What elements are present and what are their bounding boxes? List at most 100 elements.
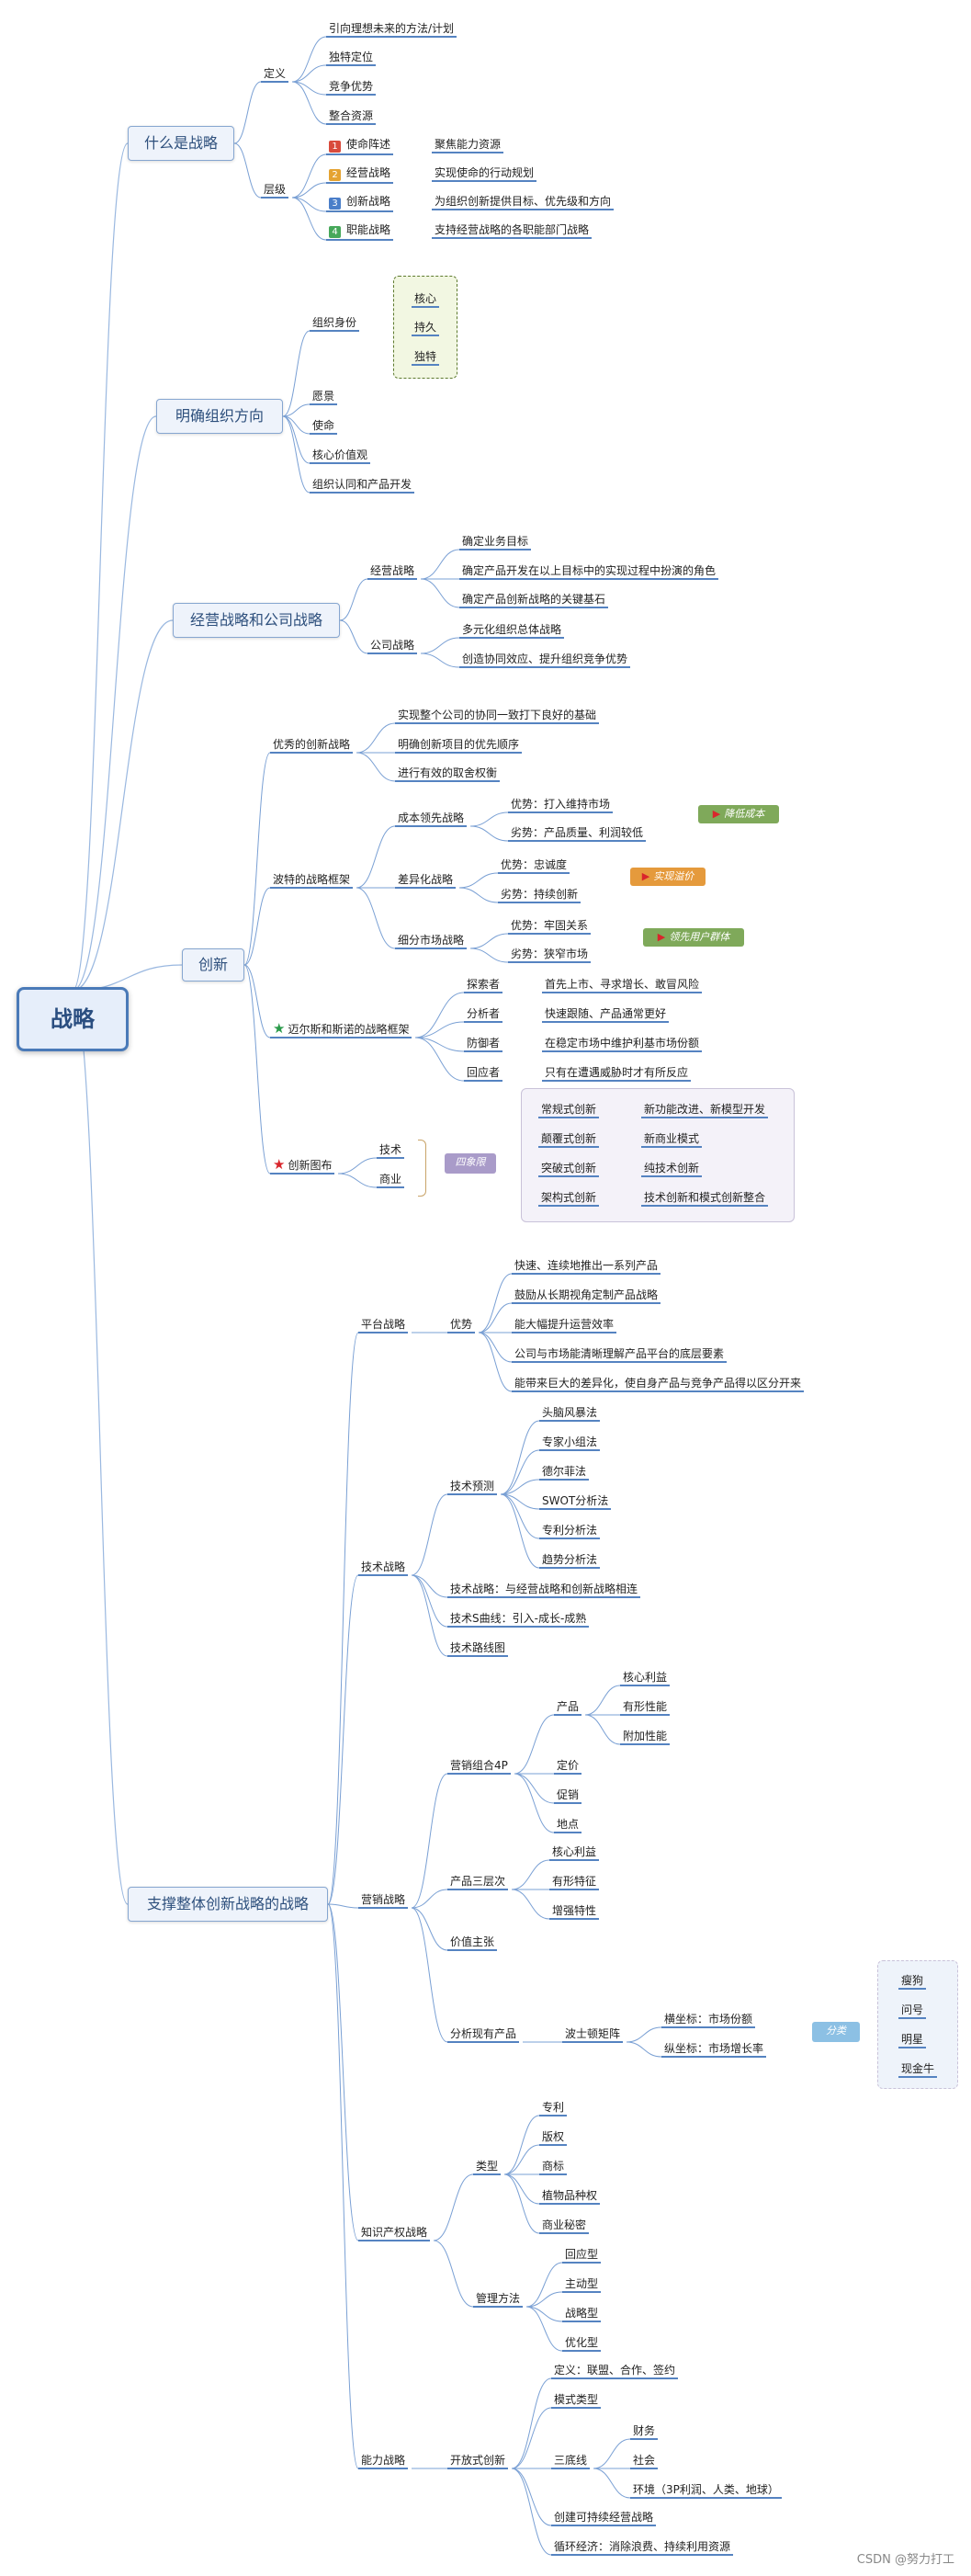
branch-business-strategy[interactable]: 经营战略和公司战略 — [173, 603, 340, 638]
diff-item[interactable]: 劣势：持续创新 — [498, 888, 581, 903]
def-item[interactable]: 竞争优势 — [326, 80, 377, 96]
product-level[interactable]: 增强特性 — [549, 1904, 600, 1920]
levels-label[interactable]: 产品三层次 — [447, 1875, 509, 1890]
direction-item[interactable]: 使命 — [310, 419, 338, 435]
level-label[interactable]: 层级 — [261, 183, 289, 199]
miles-role[interactable]: 回应者 — [464, 1066, 503, 1082]
cost-item[interactable]: 优势：打入维持市场 — [508, 798, 614, 813]
corp-item[interactable]: 创造协同效应、提升组织竞争优势 — [459, 653, 631, 668]
value-label[interactable]: 价值主张 — [447, 1935, 498, 1951]
mix-item[interactable]: 定价 — [554, 1759, 582, 1775]
open-def[interactable]: 定义：联盟、合作、签约 — [551, 2364, 679, 2379]
biz-item[interactable]: 确定产品创新战略的关键基石 — [459, 593, 609, 608]
miles-desc[interactable]: 首先上市、寻求增长、敢冒风险 — [542, 978, 703, 993]
forecast-item[interactable]: 头脑风暴法 — [539, 1406, 601, 1422]
level-desc[interactable]: 支持经营战略的各职能部门战略 — [432, 223, 593, 239]
excellent-item[interactable]: 明确创新项目的优先顺序 — [395, 738, 523, 754]
analysis-label[interactable]: 分析现有产品 — [447, 2027, 520, 2043]
branch-org-direction[interactable]: 明确组织方向 — [156, 399, 283, 434]
excellent-label[interactable]: 优秀的创新战略 — [270, 738, 354, 754]
mix-label[interactable]: 营销组合4P — [447, 1759, 511, 1775]
branch-innovation[interactable]: 创新 — [182, 948, 244, 982]
tech-item[interactable]: 技术S曲线：引入-成长-成熟 — [447, 1612, 590, 1628]
ip-mgmt[interactable]: 战略型 — [562, 2307, 602, 2322]
corp-item[interactable]: 多元化组织总体战略 — [459, 623, 565, 639]
mix-item[interactable]: 促销 — [554, 1788, 582, 1804]
adv-item[interactable]: 能大幅提升运营效率 — [512, 1318, 617, 1333]
map-desc[interactable]: 技术创新和模式创新整合 — [641, 1191, 769, 1207]
ip-type[interactable]: 商标 — [539, 2160, 568, 2175]
direction-item[interactable]: 核心价值观 — [310, 448, 371, 464]
miles-role[interactable]: 防御者 — [464, 1037, 503, 1052]
adv-label[interactable]: 优势 — [447, 1318, 476, 1333]
map-desc[interactable]: 纯技术创新 — [641, 1162, 703, 1177]
tech-item[interactable]: 技术战略：与经营战略和创新战略相连 — [447, 1583, 641, 1598]
bcg-type[interactable]: 明星 — [898, 2033, 927, 2048]
open-more[interactable]: 循环经济：消除浪费、持续利用资源 — [551, 2540, 734, 2556]
product-label[interactable]: 产品 — [554, 1700, 582, 1716]
diff-callout[interactable]: ▶实现溢价 — [630, 868, 706, 886]
identity-item[interactable]: 持久 — [412, 321, 440, 336]
adv-item[interactable]: 鼓励从长期视角定制产品战略 — [512, 1288, 661, 1304]
bcg-label[interactable]: 波士顿矩阵 — [562, 2027, 624, 2043]
ip-mgmt[interactable]: 优化型 — [562, 2336, 602, 2352]
excellent-item[interactable]: 实现整个公司的协同一致打下良好的基础 — [395, 709, 600, 724]
level-desc[interactable]: 实现使命的行动规划 — [432, 166, 537, 182]
forecast-item[interactable]: 专利分析法 — [539, 1524, 601, 1539]
cost-label[interactable]: 成本领先战略 — [395, 811, 468, 827]
triple-item[interactable]: 财务 — [630, 2424, 659, 2440]
ip-label[interactable]: 知识产权战略 — [358, 2226, 431, 2241]
map-type[interactable]: 颠覆式创新 — [538, 1132, 600, 1148]
map-desc[interactable]: 新商业模式 — [641, 1132, 703, 1148]
miles-desc[interactable]: 快速跟随、产品通常更好 — [542, 1007, 670, 1023]
cap-label[interactable]: 能力战略 — [358, 2454, 409, 2469]
niche-callout[interactable]: ▶领先用户群体 — [643, 928, 744, 947]
ip-type[interactable]: 专利 — [539, 2101, 568, 2116]
bcg-type[interactable]: 瘦狗 — [898, 1974, 927, 1990]
def-item[interactable]: 引向理想未来的方法/计划 — [326, 22, 457, 38]
map-label[interactable]: ★创新图布 — [270, 1158, 335, 1175]
ip-type[interactable]: 商业秘密 — [539, 2219, 590, 2234]
corp-label[interactable]: 公司战略 — [367, 639, 418, 654]
diff-label[interactable]: 差异化战略 — [395, 873, 457, 889]
niche-item[interactable]: 劣势：狭窄市场 — [508, 948, 592, 963]
direction-item[interactable]: 组织认同和产品开发 — [310, 478, 415, 494]
root-node[interactable]: 战略 — [17, 987, 129, 1051]
cost-callout[interactable]: ▶降低成本 — [698, 805, 779, 823]
biz-label[interactable]: 经营战略 — [367, 564, 418, 580]
ip-mgmt-label[interactable]: 管理方法 — [473, 2292, 524, 2308]
cost-item[interactable]: 劣势：产品质量、利润较低 — [508, 826, 647, 842]
bcg-callout[interactable]: 分类 — [812, 2022, 860, 2042]
open-label[interactable]: 开放式创新 — [447, 2454, 509, 2469]
niche-item[interactable]: 优势：牢固关系 — [508, 919, 592, 935]
identity-item[interactable]: 独特 — [412, 350, 440, 366]
adv-item[interactable]: 公司与市场能清晰理解产品平台的底层要素 — [512, 1347, 728, 1363]
product-item[interactable]: 有形性能 — [620, 1700, 671, 1716]
adv-item[interactable]: 快速、连续地推出一系列产品 — [512, 1259, 661, 1275]
ip-mgmt[interactable]: 回应型 — [562, 2248, 602, 2264]
branch-what-is-strategy[interactable]: 什么是战略 — [128, 126, 234, 161]
open-more[interactable]: 创建可持续经营战略 — [551, 2511, 657, 2526]
biz-item[interactable]: 确定业务目标 — [459, 535, 532, 550]
miles-desc[interactable]: 在稳定市场中维护利基市场份额 — [542, 1037, 703, 1052]
adv-item[interactable]: 能带来巨大的差异化，使自身产品与竞争产品得以区分开来 — [512, 1377, 805, 1392]
bcg-type[interactable]: 问号 — [898, 2003, 927, 2019]
product-item[interactable]: 核心利益 — [620, 1671, 671, 1686]
niche-label[interactable]: 细分市场战略 — [395, 934, 468, 949]
product-level[interactable]: 核心利益 — [549, 1845, 600, 1861]
miles-role[interactable]: 探索者 — [464, 978, 503, 993]
forecast-item[interactable]: 专家小组法 — [539, 1436, 601, 1451]
triple-label[interactable]: 三底线 — [551, 2454, 591, 2469]
marketing-label[interactable]: 营销战略 — [358, 1893, 409, 1909]
branch-support-strategy[interactable]: 支撑整体创新战略的战略 — [128, 1887, 328, 1922]
triple-item[interactable]: 社会 — [630, 2454, 659, 2469]
forecast-label[interactable]: 技术预测 — [447, 1480, 498, 1495]
level-desc[interactable]: 聚焦能力资源 — [432, 138, 504, 153]
product-item[interactable]: 附加性能 — [620, 1730, 671, 1745]
miles-role[interactable]: 分析者 — [464, 1007, 503, 1023]
map-type[interactable]: 突破式创新 — [538, 1162, 600, 1177]
bcg-type[interactable]: 现金牛 — [898, 2062, 938, 2078]
direction-item[interactable]: 愿景 — [310, 390, 338, 405]
map-type[interactable]: 常规式创新 — [538, 1103, 600, 1118]
